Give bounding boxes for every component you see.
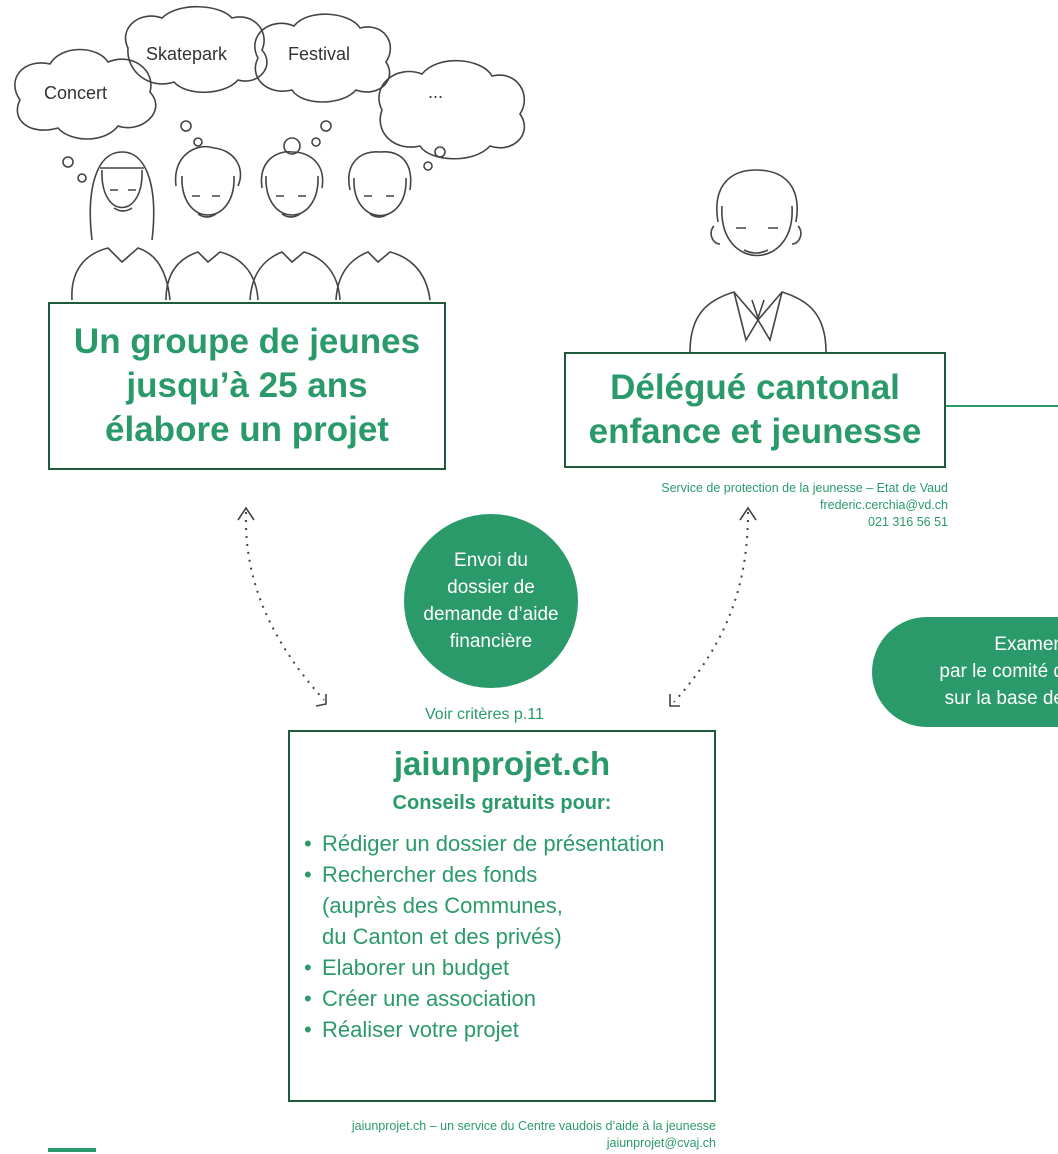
criteria-note: Voir critères p.11 — [425, 706, 544, 723]
bubble-label-skatepark: Skatepark — [146, 44, 228, 64]
advice-item-continuation: (auprès des Communes, — [322, 893, 563, 918]
advice-item: Rédiger un dossier de présentation — [304, 828, 664, 859]
delegate-contact: Service de protection de la jeunesse – E… — [661, 480, 948, 531]
delegate-box: Délégué cantonal enfance et jeunesse — [564, 352, 946, 468]
bubble-label-more: ... — [428, 82, 444, 102]
advice-title: jaiunprojet.ch — [393, 745, 611, 782]
advice-item: Rechercher des fonds — [304, 859, 664, 890]
send-dossier-circle: Envoi du dossier de demande d’aide finan… — [404, 514, 578, 688]
delegate-phone: 021 316 56 51 — [868, 515, 948, 529]
bubble-label-festival: Festival — [288, 44, 351, 64]
youth-group-line-2: jusqu’à 25 ans — [126, 366, 368, 405]
exam-line-2: par le comité d — [939, 661, 1058, 682]
advice-subtitle: Conseils gratuits pour: — [392, 792, 612, 814]
exam-pill: Examen par le comité d sur la base de — [872, 617, 1058, 727]
exam-line-1: Examen — [994, 634, 1058, 655]
send-line-1: Envoi du — [454, 550, 528, 571]
delegate-service: Service de protection de la jeunesse – E… — [661, 481, 948, 495]
advice-item: Réaliser votre projet — [304, 1014, 664, 1045]
youth-group-line-1: Un groupe de jeunes — [73, 322, 421, 361]
advice-box: jaiunprojet.ch Conseils gratuits pour: R… — [288, 730, 716, 1102]
dotted-arrow-left — [244, 511, 325, 701]
thought-bubble-festival — [254, 13, 392, 103]
advice-item: Elaborer un budget — [304, 952, 664, 983]
send-line-3: demande d’aide — [423, 604, 559, 625]
delegate-email: frederic.cerchia@vd.ch — [819, 498, 948, 512]
advice-list-rest: Elaborer un budget Créer une association… — [304, 952, 664, 1045]
advice-item: Créer une association — [304, 983, 664, 1014]
dotted-arrow-right — [673, 511, 749, 703]
youth-group-box: Un groupe de jeunes jusqu’à 25 ans élabo… — [48, 302, 446, 470]
group-of-youths-illustration — [71, 137, 431, 301]
send-line-4: financière — [449, 631, 533, 652]
exam-line-3: sur la base de — [944, 688, 1058, 709]
advice-item-continuation: du Canton et des privés) — [322, 924, 562, 949]
thought-bubble-more — [378, 59, 526, 160]
youth-group-line-3: élabore un projet — [105, 410, 389, 449]
advice-footer-service: jaiunprojet.ch – un service du Centre va… — [351, 1119, 716, 1133]
delegate-illustration — [689, 169, 827, 353]
thought-bubble-concert — [14, 48, 157, 140]
bubble-label-concert: Concert — [44, 83, 108, 103]
delegate-line-2: enfance et jeunesse — [588, 412, 922, 451]
send-line-2: dossier de — [447, 577, 535, 598]
advice-footer: jaiunprojet.ch – un service du Centre va… — [352, 1118, 716, 1152]
delegate-line-1: Délégué cantonal — [610, 368, 900, 407]
advice-footer-email: jaiunprojet@cvaj.ch — [606, 1136, 716, 1150]
thought-bubble-skatepark — [124, 5, 268, 93]
advice-list: Rédiger un dossier de présentation Reche… — [304, 828, 664, 890]
